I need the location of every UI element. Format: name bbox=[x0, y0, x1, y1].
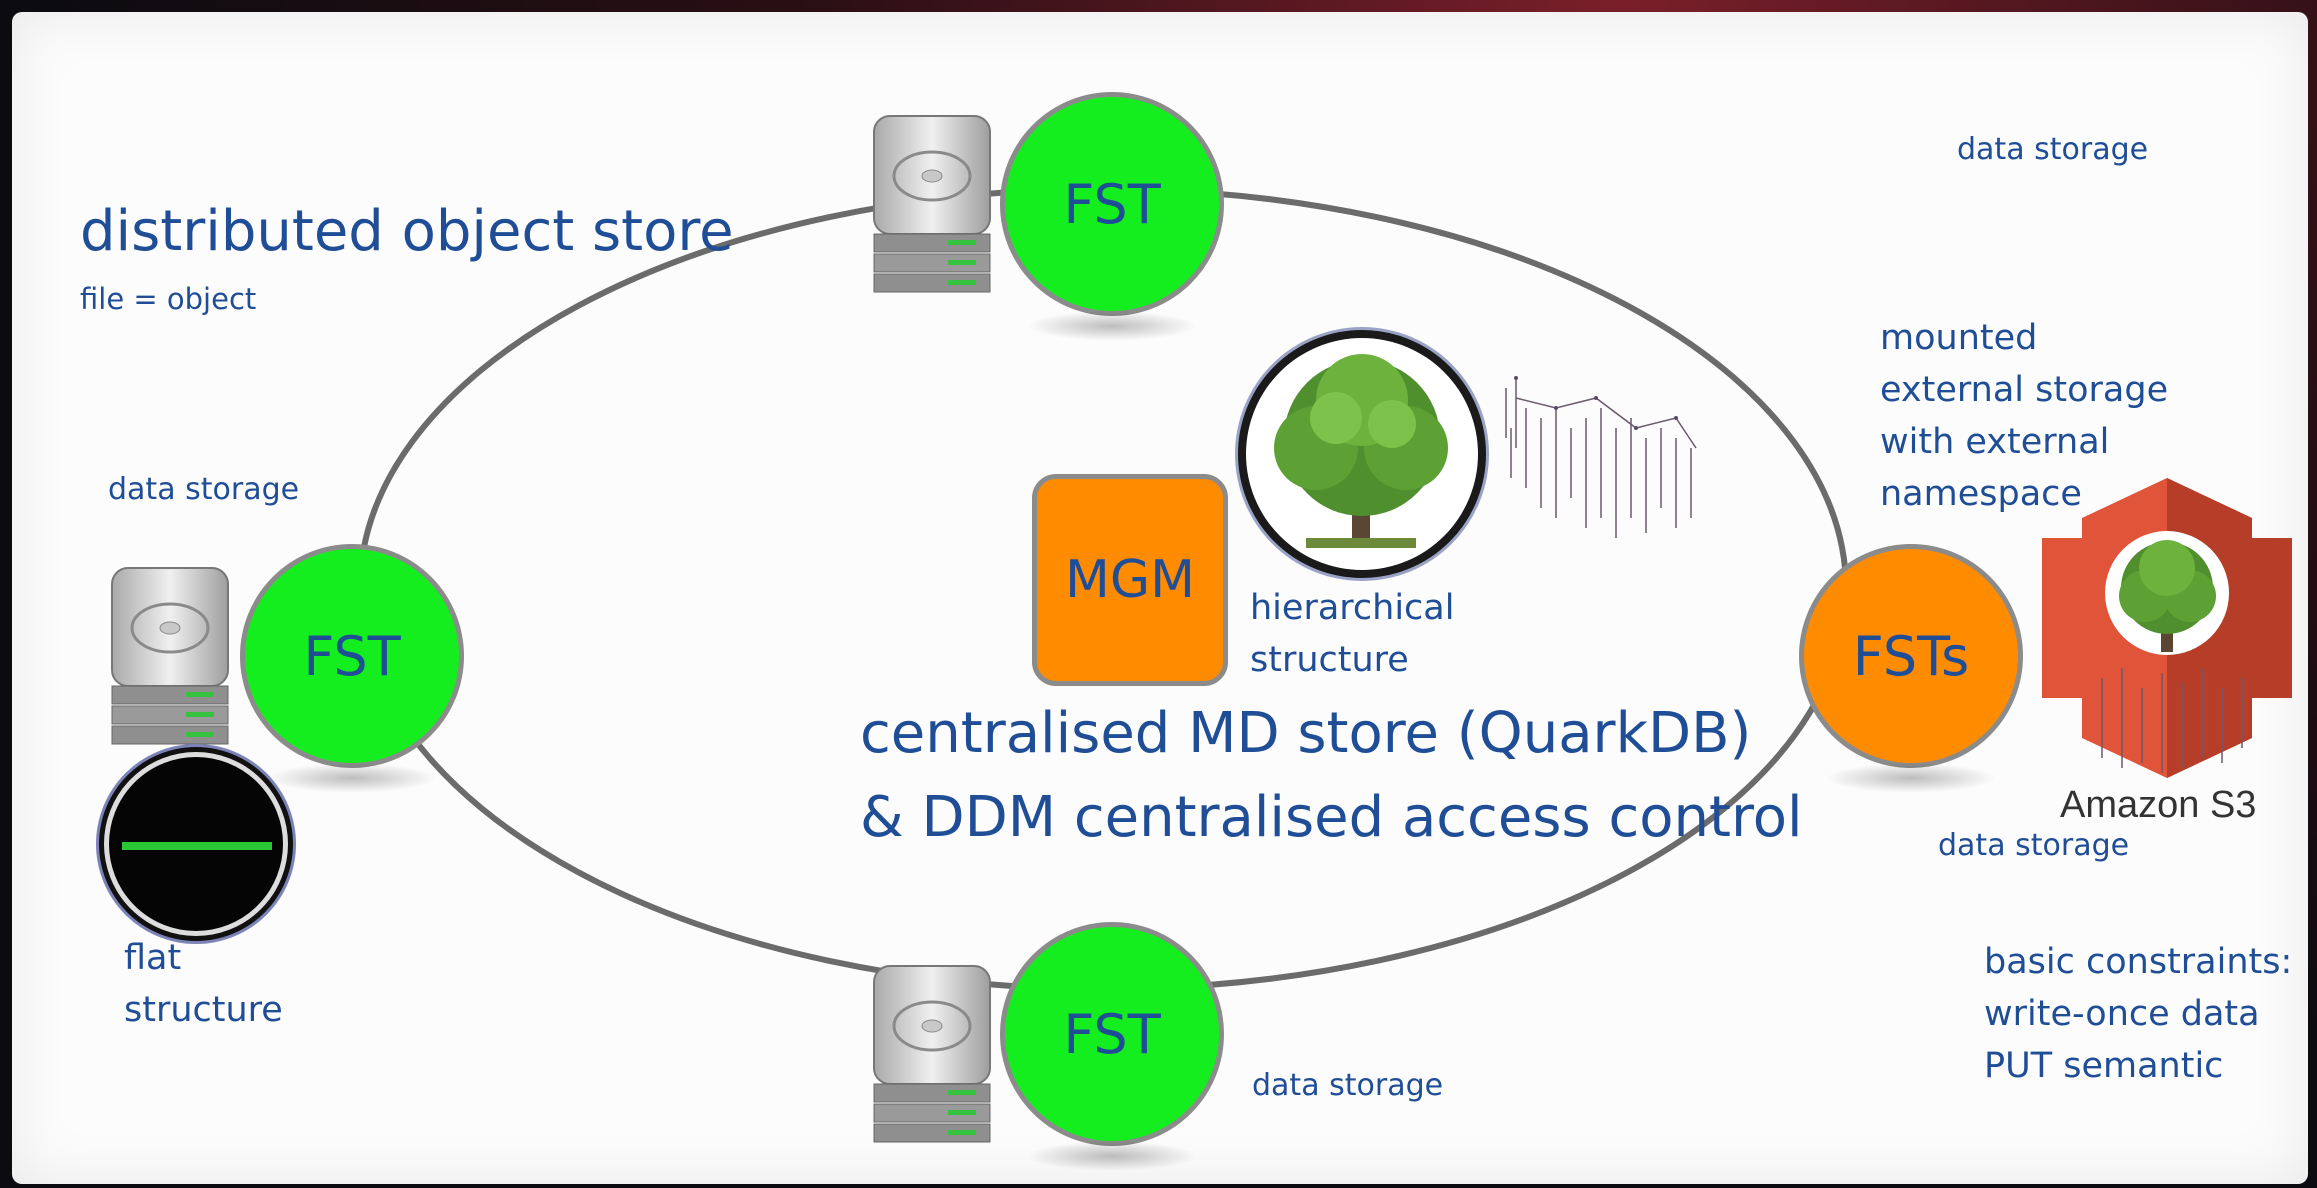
page-title: distributed object store bbox=[80, 199, 734, 264]
amazon-s3-label: Amazon S3 bbox=[2060, 784, 2257, 826]
fst-node-label: FST bbox=[1063, 1002, 1161, 1066]
tree-icon bbox=[1238, 330, 1486, 578]
external-storage-line4: namespace bbox=[1880, 474, 2082, 514]
fst-node-label: FST bbox=[303, 624, 401, 688]
mgm-node: MGM bbox=[1032, 474, 1228, 686]
hierarchical-structure-label: structure bbox=[1250, 640, 1409, 680]
hard-disk-icon bbox=[873, 115, 991, 293]
slide-canvas: distributed object store file = object bbox=[12, 12, 2308, 1184]
external-storage-line3: with external bbox=[1880, 422, 2110, 462]
fst-node-top: FST bbox=[1000, 92, 1224, 341]
fsts-node-label: FSTs bbox=[1852, 624, 1970, 688]
fsts-node-right: FSTs bbox=[1799, 544, 2023, 793]
constraints-line1: basic constraints: bbox=[1984, 942, 2293, 982]
centralised-md-store-label: centralised MD store (QuarkDB) bbox=[860, 701, 1752, 766]
external-storage-line1: mounted bbox=[1880, 318, 2038, 358]
data-storage-label-right: data storage bbox=[1938, 828, 2130, 863]
fst-node-bottom: FST bbox=[1000, 922, 1224, 1171]
mgm-node-label: MGM bbox=[1064, 550, 1196, 610]
data-storage-label-top-right: data storage bbox=[1957, 132, 2149, 167]
access-control-label: & DDM centralised access control bbox=[860, 785, 1803, 850]
data-storage-label-left: data storage bbox=[108, 472, 300, 507]
hierarchical-label: hierarchical bbox=[1250, 588, 1455, 628]
hard-disk-icon bbox=[873, 965, 991, 1143]
constraints-line2: write-once data bbox=[1984, 994, 2260, 1034]
external-storage-line2: external storage bbox=[1880, 370, 2169, 410]
flat-label: flat bbox=[124, 938, 182, 978]
hard-disk-icon bbox=[111, 567, 229, 745]
flat-structure-label: structure bbox=[124, 990, 283, 1030]
page-subtitle: file = object bbox=[80, 282, 257, 316]
flat-structure-line bbox=[122, 842, 272, 850]
data-storage-label-bottom: data storage bbox=[1252, 1068, 1444, 1103]
amazon-s3-icon bbox=[2042, 478, 2292, 778]
hierarchy-graph-icon bbox=[1505, 376, 1697, 538]
constraints-line3: PUT semantic bbox=[1984, 1046, 2224, 1086]
fst-node-label: FST bbox=[1063, 172, 1161, 236]
fst-node-left: FST bbox=[240, 544, 464, 793]
